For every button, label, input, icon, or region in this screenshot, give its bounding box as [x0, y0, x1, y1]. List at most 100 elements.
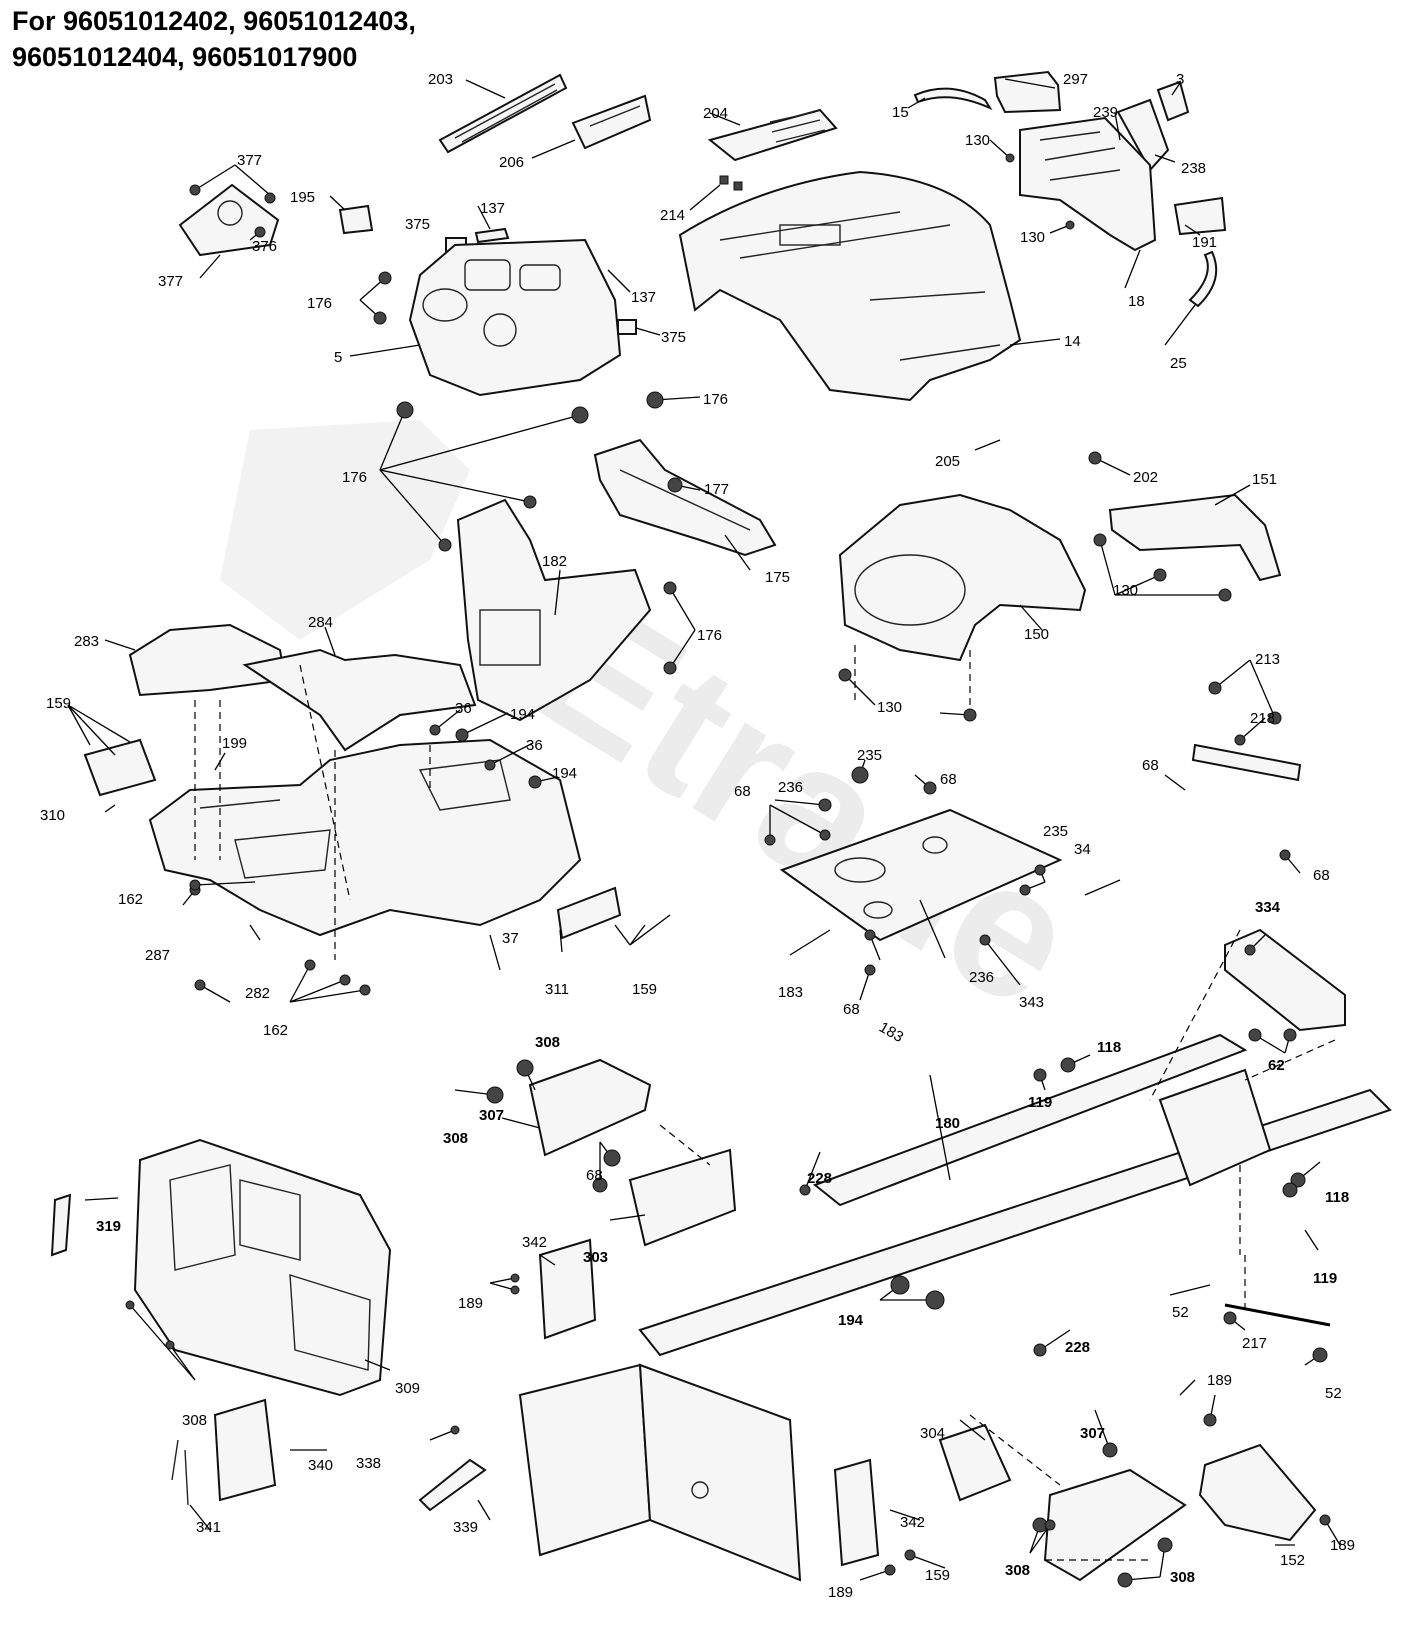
- part-label: 130: [1113, 582, 1138, 599]
- part-label: 297: [1063, 71, 1088, 88]
- part-label: 151: [1252, 471, 1277, 488]
- part-375-clip-right: [617, 319, 637, 335]
- part-label: 228: [1065, 1339, 1090, 1356]
- part-label: 204: [703, 105, 728, 122]
- part-217-rod: [1224, 1303, 1331, 1327]
- part-number-labels: 203 297 3 15 204 239 206 130 238 214 130…: [40, 71, 1355, 1601]
- part-label: 189: [458, 1295, 483, 1312]
- part-307-cover: [528, 1058, 652, 1157]
- part-label: 375: [405, 216, 430, 233]
- part-label: 377: [237, 152, 262, 169]
- part-14-hood: [678, 170, 1022, 402]
- part-303-bracket: [628, 1148, 737, 1247]
- part-label: 137: [631, 289, 656, 306]
- part-label: 218: [1250, 710, 1275, 727]
- assembly-dash-lines: [194, 645, 1336, 1561]
- part-label: 5: [334, 349, 342, 366]
- part-34-mount-plate: [779, 808, 1063, 942]
- part-283-fender-left: [128, 623, 287, 697]
- part-label: 130: [965, 132, 990, 149]
- part-label: 213: [1255, 651, 1280, 668]
- part-label: 118: [1325, 1189, 1349, 1206]
- part-label: 52: [1325, 1385, 1342, 1402]
- part-label: 203: [428, 71, 453, 88]
- part-340-plate: [213, 1398, 277, 1502]
- part-label: 308: [1005, 1562, 1030, 1579]
- part-label: 375: [661, 329, 686, 346]
- part-label: 284: [308, 614, 333, 631]
- part-label: 34: [1074, 841, 1091, 858]
- part-label: 238: [1181, 160, 1206, 177]
- part-label: 119: [1313, 1270, 1337, 1287]
- part-label: 25: [1170, 355, 1187, 372]
- part-label: 311: [545, 981, 569, 998]
- part-206-vent-cover: [571, 94, 652, 150]
- part-label: 176: [697, 627, 722, 644]
- part-309-grille: [133, 1138, 392, 1397]
- part-195-block: [338, 204, 374, 235]
- part-front-frame: [518, 1363, 802, 1582]
- diagram-title-line-2: 96051012404, 96051017900: [12, 42, 358, 72]
- part-label: 194: [510, 706, 535, 723]
- leader-lines: [67, 78, 1341, 1581]
- part-label: 177: [704, 481, 729, 498]
- part-label: 235: [1043, 823, 1068, 840]
- part-label: 319: [96, 1218, 121, 1235]
- part-152-skid-plate: [1198, 1443, 1317, 1542]
- part-204-grille: [707, 108, 838, 162]
- part-label: 37: [502, 930, 519, 947]
- part-334-bracket: [1224, 928, 1346, 1032]
- part-label: 342: [522, 1234, 547, 1251]
- part-label: 180: [935, 1115, 960, 1132]
- part-label: 340: [308, 1457, 333, 1474]
- part-label: 130: [877, 699, 902, 716]
- part-label: 217: [1242, 1335, 1267, 1352]
- part-label: 119: [1028, 1094, 1052, 1111]
- part-label: 14: [1064, 333, 1081, 350]
- part-label: 199: [222, 735, 247, 752]
- part-label: 341: [196, 1519, 221, 1536]
- part-218-plate: [1191, 743, 1302, 782]
- part-label: 189: [1330, 1537, 1355, 1554]
- part-label: 308: [182, 1412, 207, 1429]
- part-label: 236: [778, 779, 803, 796]
- part-label: 36: [526, 737, 543, 754]
- part-15-trim: [913, 87, 993, 111]
- part-label: 303: [583, 1249, 608, 1266]
- part-238-headlight-lens: [1116, 98, 1170, 172]
- part-182-console: [456, 498, 652, 722]
- part-37-body-pan: [148, 738, 582, 937]
- part-label: 308: [535, 1034, 560, 1051]
- part-label: 334: [1255, 899, 1281, 916]
- part-18-front-grille: [1019, 116, 1157, 252]
- part-label: 152: [1280, 1552, 1305, 1569]
- part-label: 189: [828, 1584, 853, 1601]
- part-label: 239: [1093, 104, 1118, 121]
- part-label: 182: [542, 553, 567, 570]
- part-307-cover-lower: [1043, 1468, 1187, 1582]
- part-304-bracket: [938, 1423, 1012, 1502]
- part-label: 68: [940, 771, 957, 788]
- part-label: 338: [356, 1455, 381, 1472]
- part-label: 183: [876, 1019, 906, 1046]
- part-label: 68: [734, 783, 751, 800]
- part-label: 159: [925, 1567, 950, 1584]
- part-label: 36: [455, 700, 472, 717]
- part-191-cap: [1173, 196, 1227, 236]
- part-label: 194: [552, 765, 577, 782]
- part-label: 205: [935, 453, 960, 470]
- part-203-vent-strip: [438, 73, 568, 154]
- part-label: 282: [245, 985, 270, 1002]
- part-311-bracket: [556, 886, 622, 940]
- part-label: 118: [1097, 1039, 1121, 1056]
- part-label: 68: [843, 1001, 860, 1018]
- part-342-plate-lower: [833, 1458, 880, 1567]
- part-214-clips: [719, 175, 743, 191]
- part-175-steering-bracket: [593, 438, 777, 557]
- part-label: 183: [778, 984, 803, 1001]
- part-label: 202: [1133, 469, 1158, 486]
- part-label: 52: [1172, 1304, 1189, 1321]
- part-label: 283: [74, 633, 99, 650]
- part-label: 214: [660, 207, 685, 224]
- part-label: 176: [307, 295, 332, 312]
